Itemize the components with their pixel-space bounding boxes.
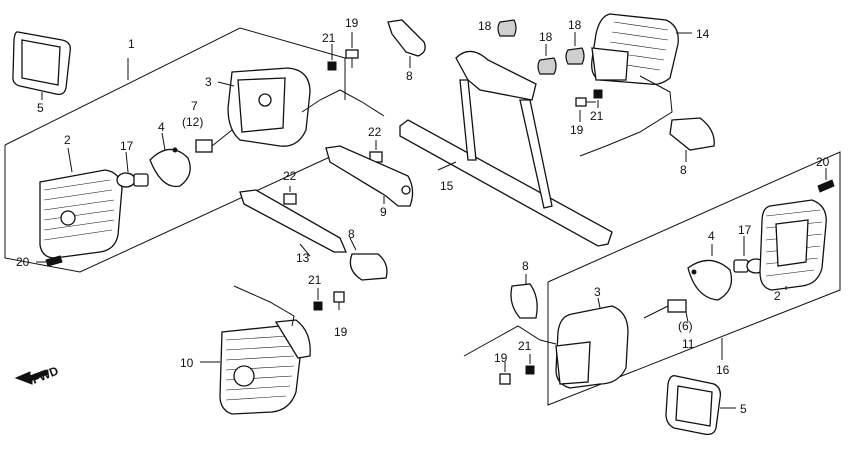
socket-right [687, 259, 733, 301]
screw-20-right [817, 179, 835, 193]
callout-4-left: 4 [158, 120, 165, 134]
wire-connector-left [195, 129, 233, 153]
callout-21-lower-left: 21 [308, 273, 322, 287]
callout-17-right: 17 [738, 223, 752, 237]
rubber-mount-right [669, 117, 715, 151]
callout-10: 10 [180, 356, 194, 370]
mounting-plate-9 [325, 145, 414, 207]
assembly-bracket-right [547, 151, 841, 406]
callout-8-lower: 8 [348, 227, 355, 241]
callout-18-a: 18 [478, 19, 492, 33]
callout-21-mid-right: 21 [590, 109, 604, 123]
callout-19-bottom-right: 19 [494, 351, 508, 365]
callout-1: 1 [128, 37, 135, 51]
callout-18-b: 18 [539, 30, 553, 44]
bolt-22-left [283, 193, 297, 205]
license-lamp-housing [591, 13, 679, 86]
callout-6: (6) [678, 319, 693, 333]
nut-21-top-left [327, 61, 337, 71]
callout-19-mid-right: 19 [570, 123, 584, 137]
callout-8-bottom-right: 8 [522, 259, 529, 273]
callout-3-right: 3 [594, 285, 601, 299]
callout-12: (12) [182, 115, 203, 129]
grommet-18-b [537, 57, 557, 75]
callout-15: 15 [440, 179, 454, 193]
callout-21-top: 21 [322, 31, 336, 45]
callout-11: 11 [682, 337, 695, 351]
screw-20-left [45, 255, 63, 267]
turn-signal-housing-right [555, 305, 629, 389]
callout-5-left: 5 [37, 101, 44, 115]
callout-17-left: 17 [120, 139, 134, 153]
bulb-left [116, 172, 149, 188]
nut-21-lower-left [313, 301, 323, 311]
forward-arrow-icon [14, 369, 49, 385]
grommet-18-a [497, 19, 517, 37]
mounting-plate-13 [239, 189, 347, 253]
callout-18-c: 18 [568, 18, 582, 32]
rear-stay-bracket [399, 50, 613, 247]
rear-lamp-assembly [219, 319, 311, 415]
callout-3-left: 3 [205, 75, 212, 89]
callout-16: 16 [716, 363, 730, 377]
bolt-19-mid-right [575, 97, 596, 107]
turn-signal-lens-right [759, 199, 827, 291]
fwd-label: FWD [30, 363, 61, 386]
callout-2-left: 2 [64, 133, 71, 147]
callout-20-right: 20 [816, 155, 830, 169]
rubber-mount-bottom-right [510, 283, 538, 319]
nut-21-bottom-right [525, 365, 535, 375]
turn-signal-lens-left [39, 169, 123, 259]
callout-13: 13 [296, 251, 310, 265]
callout-21-bottom-right: 21 [518, 339, 532, 353]
nut-21-mid-right [593, 89, 603, 99]
bolt-19-lower-left [333, 291, 345, 310]
wire-connector-right [643, 299, 687, 319]
grommet-18-c [565, 47, 585, 65]
callout-19-top: 19 [345, 16, 359, 30]
rubber-mount-lower [349, 253, 388, 281]
callout-19-lower-left: 19 [334, 325, 348, 339]
assembly-bracket-left [4, 27, 346, 146]
callout-20-left: 20 [16, 255, 30, 269]
callout-14: 14 [696, 27, 710, 41]
callout-5-right: 5 [740, 402, 747, 416]
callout-2-right: 2 [774, 289, 781, 303]
callout-7: 7 [191, 99, 198, 113]
callout-8-top: 8 [406, 69, 413, 83]
callout-8-right: 8 [680, 163, 687, 177]
bolt-19-top-left [345, 49, 359, 68]
rubber-mount-top [387, 19, 426, 57]
socket-left [149, 147, 191, 188]
bolt-19-bottom-right [499, 373, 511, 385]
callout-4-right: 4 [708, 229, 715, 243]
callout-9: 9 [380, 205, 387, 219]
callout-22-left: 22 [283, 169, 297, 183]
lens-gasket-right [665, 375, 722, 436]
callout-22-center: 22 [368, 125, 382, 139]
lens-gasket-left [12, 31, 71, 96]
turn-signal-housing-left [227, 67, 311, 147]
